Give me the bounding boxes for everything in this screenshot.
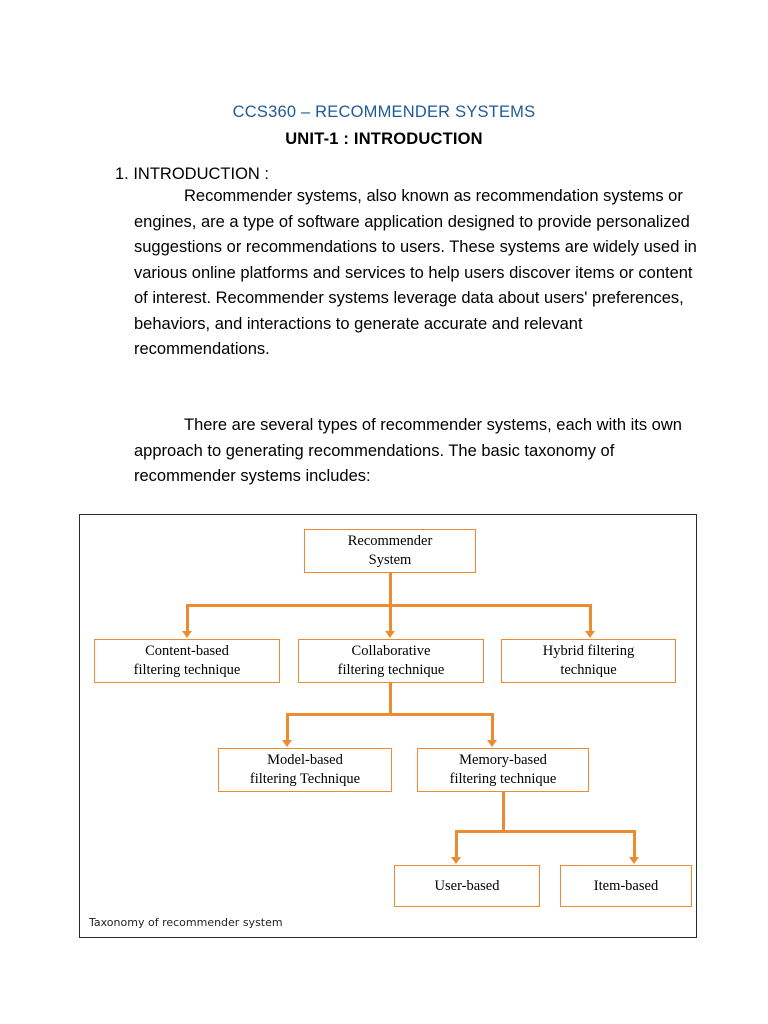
- paragraph-taxonomy: There are several types of recommender s…: [134, 413, 700, 490]
- node-memory-based-filtering: Memory-based filtering technique: [417, 748, 589, 792]
- node-label-line2: filtering technique: [133, 662, 241, 678]
- node-label-line2: System: [368, 552, 412, 568]
- node-label-line1: Model-based: [267, 752, 343, 768]
- node-collaborative-filtering: Collaborative filtering technique: [298, 639, 484, 683]
- arrow-hybrid: [585, 631, 595, 638]
- node-label: Item-based: [593, 877, 659, 894]
- arrow-user-based: [451, 857, 461, 864]
- node-label-line2: filtering technique: [337, 662, 445, 678]
- arrow-collaborative: [385, 631, 395, 638]
- page-title: CCS360 – RECOMMENDER SYSTEMS: [232, 103, 536, 121]
- connector-level1-mid-drop: [389, 604, 392, 632]
- node-label-line2: filtering technique: [449, 771, 557, 787]
- node-label-line1: Collaborative: [351, 643, 431, 659]
- connector-root-down: [389, 573, 392, 606]
- node-recommender-system: Recommender System: [304, 529, 476, 573]
- arrow-model-based: [282, 740, 292, 747]
- node-label-line2: filtering Technique: [249, 771, 361, 787]
- node-label-line1: Memory-based: [459, 752, 547, 768]
- connector-collaborative-down: [389, 683, 392, 715]
- paragraph-introduction: Recommender systems, also known as recom…: [134, 184, 700, 363]
- connector-level1-left-drop: [186, 604, 189, 632]
- node-label-line2: technique: [560, 662, 617, 678]
- connector-memory-down: [502, 792, 505, 832]
- connector-level2-right-drop: [491, 713, 494, 741]
- node-model-based-filtering: Model-based filtering Technique: [218, 748, 392, 792]
- page-subtitle: UNIT-1 : INTRODUCTION: [285, 130, 483, 148]
- node-user-based: User-based: [394, 865, 540, 907]
- node-label-line1: Recommender: [347, 533, 433, 549]
- node-label-line1: Hybrid filtering: [542, 643, 635, 659]
- connector-level3-right-drop: [633, 830, 636, 858]
- node-label: User-based: [434, 877, 500, 894]
- node-content-based-filtering: Content-based filtering technique: [94, 639, 280, 683]
- node-label-line1: Content-based: [145, 643, 229, 659]
- paragraph-text: Recommender systems, also known as recom…: [134, 187, 697, 358]
- arrow-item-based: [629, 857, 639, 864]
- paragraph-text: There are several types of recommender s…: [134, 416, 682, 485]
- node-hybrid-filtering: Hybrid filtering technique: [501, 639, 676, 683]
- connector-level1-right-drop: [589, 604, 592, 632]
- connector-level1-bus: [186, 604, 591, 607]
- connector-level2-left-drop: [286, 713, 289, 741]
- connector-level3-left-drop: [455, 830, 458, 858]
- arrow-memory-based: [487, 740, 497, 747]
- section-heading: 1. INTRODUCTION :: [115, 165, 270, 183]
- connector-level2-bus: [286, 713, 494, 716]
- node-item-based: Item-based: [560, 865, 692, 907]
- arrow-content-based: [182, 631, 192, 638]
- taxonomy-figure: Recommender System Content-based filteri…: [79, 514, 697, 938]
- figure-caption: Taxonomy of recommender system: [89, 916, 283, 929]
- connector-level3-bus: [455, 830, 635, 833]
